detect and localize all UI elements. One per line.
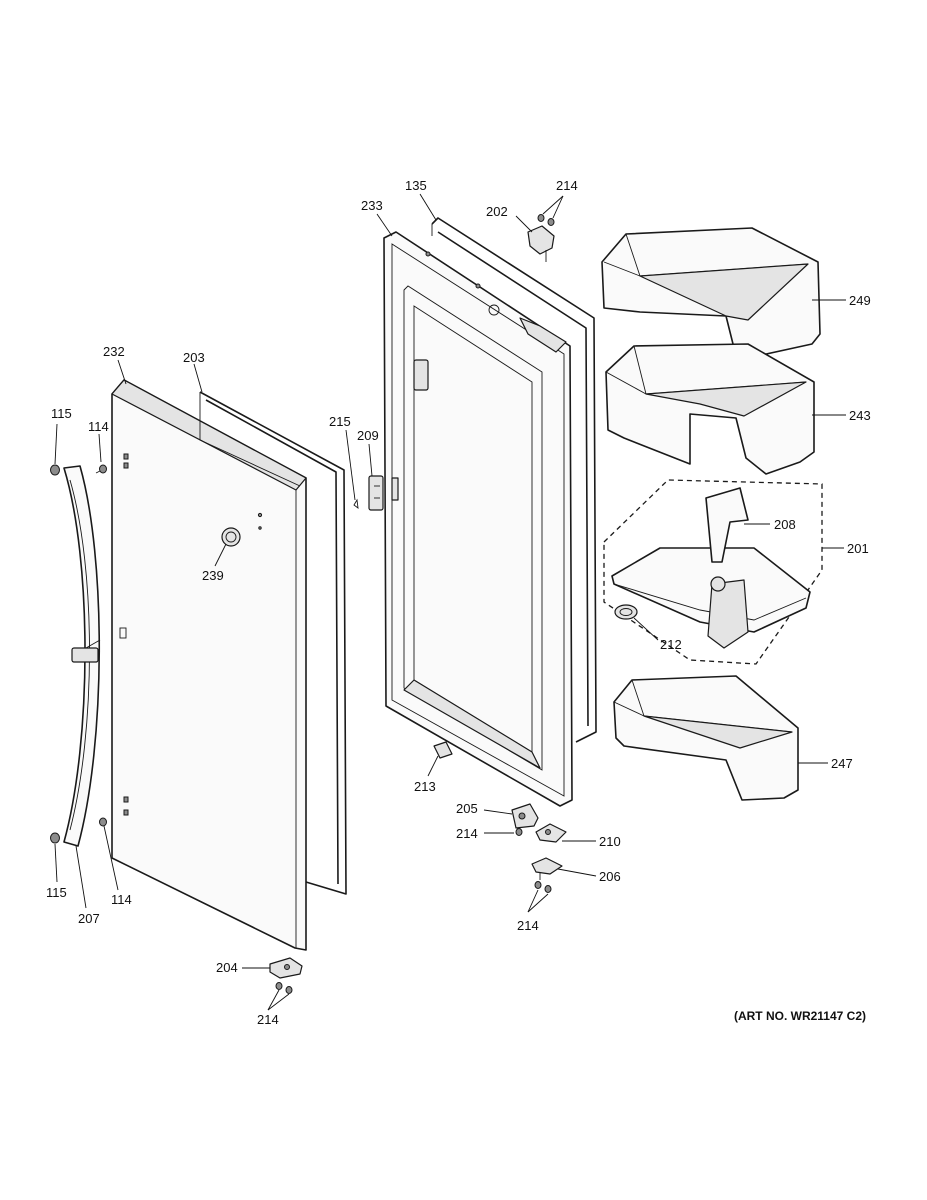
callout-210: 210 (599, 834, 621, 849)
callout-232: 232 (103, 344, 125, 359)
callout-249: 249 (849, 293, 871, 308)
clip-part-213 (433, 741, 453, 759)
callout-239: 239 (202, 568, 224, 583)
callout-212: 212 (660, 637, 682, 652)
callout-214-top: 214 (556, 178, 578, 193)
screws-part-214-low (534, 881, 552, 893)
callout-114-top: 114 (88, 419, 109, 434)
hinge-part-210 (535, 823, 567, 843)
callout-207: 207 (78, 911, 100, 926)
callout-115-bottom: 115 (46, 885, 67, 900)
door-handle-part-207 (63, 465, 101, 847)
leader-lines (54, 193, 846, 1011)
callout-214-low: 214 (517, 918, 539, 933)
screw-part-115-bottom (50, 832, 60, 844)
art-number: (ART NO. WR21147 C2) (734, 1009, 866, 1023)
callout-202: 202 (486, 204, 508, 219)
hinge-part-204 (269, 957, 303, 979)
screw-part-114-top (95, 464, 107, 474)
screws-part-214-bottom (275, 982, 293, 994)
screw-part-214-mid (515, 828, 523, 836)
door-outer-panel-part-232 (111, 379, 307, 951)
cam-part-205 (511, 803, 539, 829)
callout-203: 203 (183, 350, 205, 365)
door-bin-part-247 (613, 675, 799, 801)
door-bin-part-243 (605, 343, 815, 475)
callout-214-bottom: 214 (257, 1012, 279, 1027)
hinge-part-202 (527, 225, 555, 262)
door-gasket-part-203 (199, 391, 347, 895)
callout-205: 205 (456, 801, 478, 816)
callout-233: 233 (361, 198, 383, 213)
callout-201: 201 (847, 541, 869, 556)
callout-206: 206 (599, 869, 621, 884)
callout-208: 208 (774, 517, 796, 532)
seal-ring-part-212 (614, 604, 638, 620)
logo-badge-part-239 (221, 527, 241, 547)
callout-215: 215 (329, 414, 351, 429)
callout-214-mid: 214 (456, 826, 478, 841)
callout-115-top: 115 (51, 406, 72, 421)
bin-assembly-part-201 (603, 479, 823, 665)
callout-247: 247 (831, 756, 853, 771)
hinge-part-206 (531, 857, 563, 880)
callout-114-bottom: 114 (111, 892, 132, 907)
door-inner-liner-part-233 (383, 231, 573, 807)
callout-213: 213 (414, 779, 436, 794)
screw-part-114-bottom (99, 817, 107, 827)
screws-part-214-top (537, 214, 555, 226)
callout-243: 243 (849, 408, 871, 423)
callout-209: 209 (357, 428, 379, 443)
stop-bracket-part-209 (368, 475, 384, 511)
callout-204: 204 (216, 960, 238, 975)
clip-part-215 (353, 498, 359, 509)
door-bin-part-249 (601, 227, 821, 359)
callout-135: 135 (405, 178, 427, 193)
screw-part-115-top (50, 464, 60, 476)
